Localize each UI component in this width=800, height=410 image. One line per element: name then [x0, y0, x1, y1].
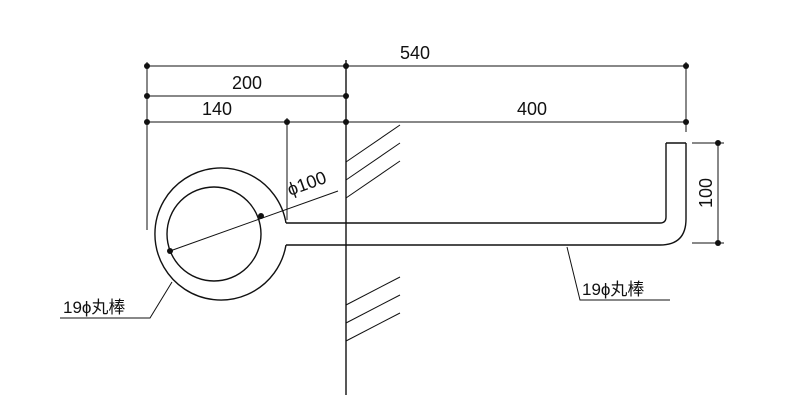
diameter-dot	[258, 213, 264, 219]
dimension-dot	[144, 93, 150, 99]
extension-lines	[146, 62, 724, 244]
hatch-line	[345, 124, 401, 163]
dimension-dots	[144, 63, 721, 254]
ring-inner-circle	[166, 186, 262, 282]
rod-material-leader	[566, 246, 670, 301]
ring-material-leader	[60, 281, 173, 319]
diameter-leader-line	[169, 190, 339, 252]
dimension-label-overall: 540	[400, 43, 430, 63]
dimension-dot	[343, 93, 349, 99]
dimension-dot	[343, 63, 349, 69]
dimension-dot	[683, 63, 689, 69]
hatch-line	[345, 142, 401, 181]
ring-outer-arc	[154, 167, 287, 301]
dimension-dot	[284, 119, 290, 125]
dimension-dot	[144, 63, 150, 69]
material-leaders	[60, 246, 670, 319]
wall-section	[345, 60, 401, 395]
dimension-dot	[715, 240, 721, 246]
dimension-dot	[683, 119, 689, 125]
dimension-dot	[343, 119, 349, 125]
hatch-line	[345, 294, 401, 324]
ring-material-label: 19ϕ丸棒	[63, 298, 125, 317]
dimension-label-ring-to-tangent: 140	[202, 99, 232, 119]
diameter-dot	[167, 248, 173, 254]
dimension-label-hook-height: 100	[696, 178, 716, 208]
dimension-dot	[715, 140, 721, 146]
hatch-line	[345, 160, 401, 199]
dimension-dot	[144, 119, 150, 125]
dimension-label-inner-diameter: ϕ100	[285, 167, 330, 200]
hatch-line	[345, 276, 401, 306]
hatch-line	[345, 312, 401, 342]
rod-upper-edge	[286, 143, 667, 224]
dimension-lines	[147, 65, 719, 252]
rod-material-label: 19ϕ丸棒	[582, 280, 644, 299]
hook-body	[154, 142, 687, 301]
dimension-label-ring-section: 200	[232, 73, 262, 93]
dimension-label-horizontal-run: 400	[517, 99, 547, 119]
rod-lower-edge	[286, 143, 687, 246]
